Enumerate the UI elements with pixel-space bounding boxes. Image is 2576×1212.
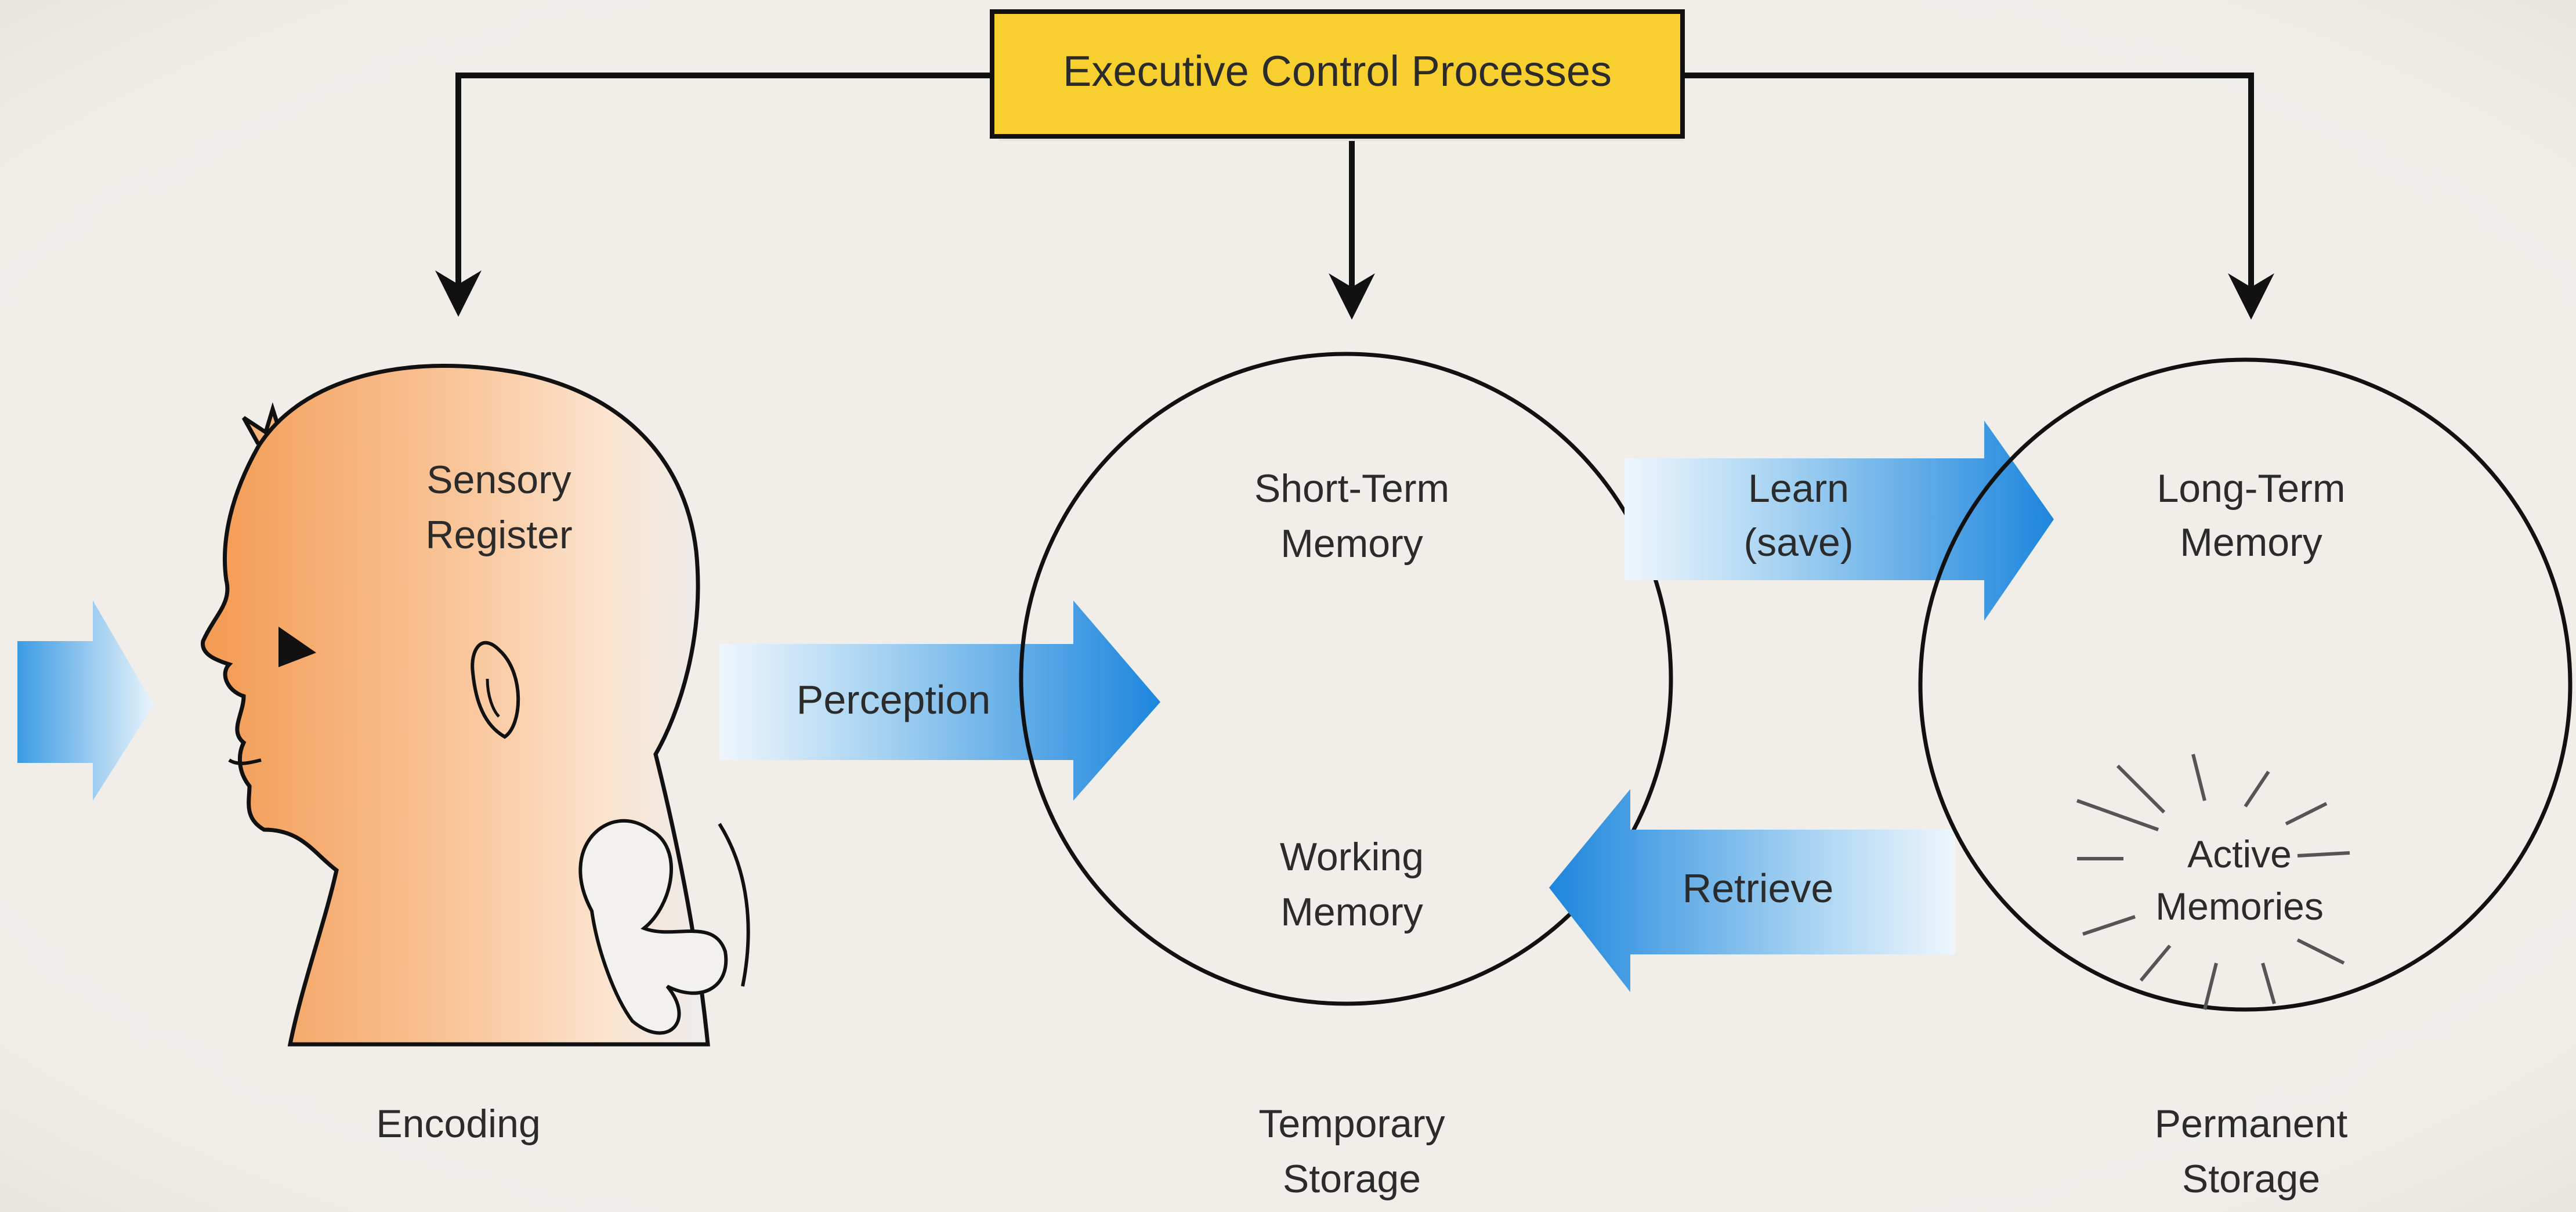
caption-permanent-line1: Permanent bbox=[2155, 1102, 2348, 1146]
caption-temporary-line2: Storage bbox=[1283, 1157, 1421, 1201]
active-memories-line1: Active bbox=[2187, 833, 2292, 875]
short-term-line2: Memory bbox=[1280, 522, 1423, 566]
long-term-line2: Memory bbox=[2180, 520, 2322, 565]
perception-label: Perception bbox=[797, 677, 991, 722]
bow bbox=[578, 819, 728, 1035]
child-head: Sensory Register bbox=[201, 363, 750, 1047]
sensory-register-line2: Register bbox=[425, 513, 572, 557]
learn-arrow: Learn (save) bbox=[1625, 421, 2054, 621]
active-memories-sparkle bbox=[2076, 754, 2350, 1010]
input-arrow bbox=[17, 600, 154, 801]
eye bbox=[278, 627, 316, 667]
connector-to-long-term bbox=[1683, 73, 2274, 320]
short-term-line1: Short-Term bbox=[1254, 466, 1449, 511]
retrieve-arrow: Retrieve bbox=[1549, 789, 1955, 992]
connector-to-encoding bbox=[435, 73, 998, 317]
caption-permanent-line2: Storage bbox=[2182, 1157, 2320, 1201]
working-memory-line1: Working bbox=[1280, 835, 1424, 879]
working-memory-line2: Memory bbox=[1280, 890, 1423, 934]
executive-control-label: Executive Control Processes bbox=[1063, 47, 1612, 95]
caption-encoding: Encoding bbox=[376, 1102, 541, 1146]
retrieve-label: Retrieve bbox=[1683, 866, 1834, 911]
caption-temporary-line1: Temporary bbox=[1258, 1102, 1445, 1146]
ear bbox=[471, 641, 520, 739]
learn-label-line1: Learn bbox=[1748, 466, 1849, 511]
short-term-memory-circle: Short-Term Memory Working Memory bbox=[1019, 352, 1673, 1006]
long-term-line1: Long-Term bbox=[2157, 466, 2345, 511]
perception-arrow: Perception bbox=[719, 600, 1160, 801]
mouth bbox=[228, 758, 262, 765]
executive-connectors bbox=[435, 73, 2274, 320]
active-memories-line2: Memories bbox=[2155, 885, 2324, 928]
long-term-memory-circle: Long-Term Memory Active Memories bbox=[1918, 357, 2573, 1012]
executive-control-box: Executive Control Processes bbox=[990, 9, 1685, 141]
learn-label-line2: (save) bbox=[1744, 520, 1854, 565]
sensory-register-line1: Sensory bbox=[426, 458, 571, 502]
